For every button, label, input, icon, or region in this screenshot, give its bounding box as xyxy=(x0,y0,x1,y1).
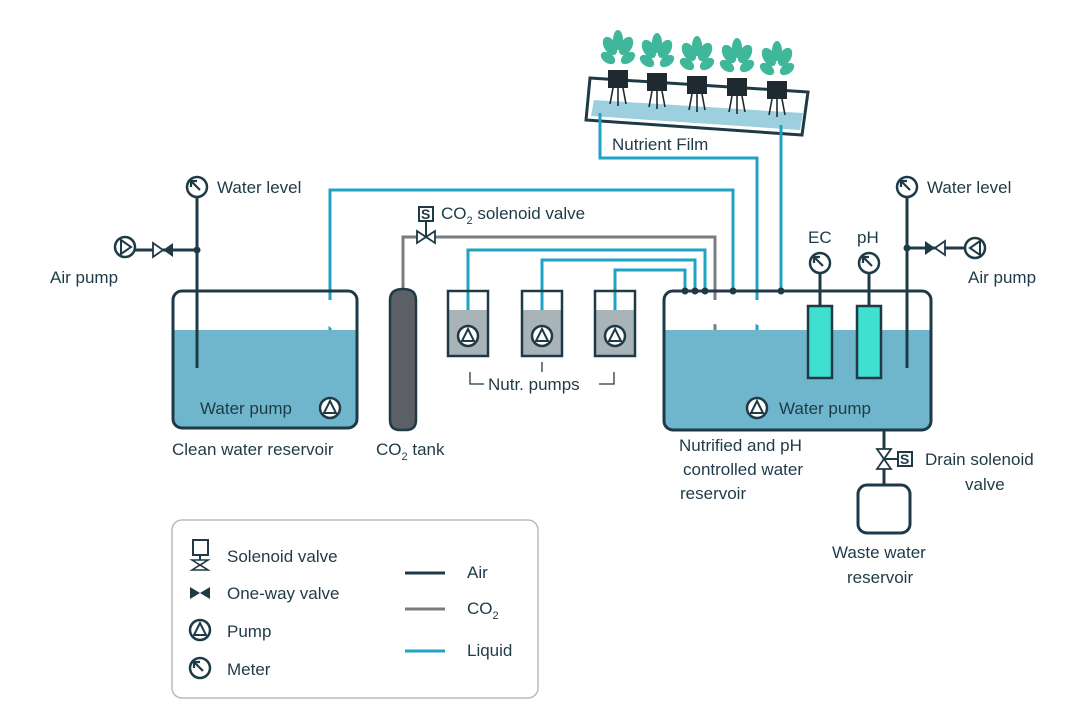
pump-icon xyxy=(963,236,987,260)
waste-water-reservoir xyxy=(856,483,912,535)
co2-valve-label-sub: 2 xyxy=(467,215,473,227)
solenoid-letter: S xyxy=(421,206,430,222)
nutrient-film-tray xyxy=(584,30,810,137)
legend-air-label: Air xyxy=(467,563,488,582)
legend-co2-main: CO xyxy=(467,599,493,618)
legend-co2-label: CO2 xyxy=(467,599,499,622)
legend-co2-sub: 2 xyxy=(493,610,499,622)
meter-icon xyxy=(188,656,212,680)
air-pump-right-label: Air pump xyxy=(968,268,1036,287)
co2-tank-label-main: CO xyxy=(376,440,402,459)
legend-pump-label: Pump xyxy=(227,622,271,641)
meter-icon xyxy=(857,251,881,275)
liquid-line-nutr-pump-1 xyxy=(466,248,707,335)
pump-icon xyxy=(745,396,769,420)
pump-icon xyxy=(113,235,137,259)
air-pump-left-label: Air pump xyxy=(50,268,118,287)
pump-icon xyxy=(188,618,212,642)
meter-icon xyxy=(895,175,919,199)
meter-icon xyxy=(185,175,209,199)
legend: Solenoid valve One-way valve Pump Meter … xyxy=(171,519,539,699)
solenoid-valve-icon: S xyxy=(875,448,913,470)
drain-valve-label-line1: Drain solenoid xyxy=(925,450,1034,469)
legend-oneway-label: One-way valve xyxy=(227,584,339,603)
ph-sensor xyxy=(855,304,883,380)
liquid-line-nutr-pump-2 xyxy=(540,258,697,335)
nutrified-label-line2: controlled water xyxy=(683,460,803,479)
co2-tank xyxy=(388,287,418,432)
meter-icon xyxy=(808,251,832,275)
ec-sensor xyxy=(806,304,834,380)
waste-label-line2: reservoir xyxy=(847,568,913,587)
nutr-pumps-bracket xyxy=(469,362,615,385)
svg-text:CO2 tank: CO2 tank xyxy=(376,440,445,463)
nutrient-film-label: Nutrient Film xyxy=(612,135,708,154)
plant-icon xyxy=(600,30,636,106)
co2-tank-label-sub: 2 xyxy=(402,451,408,463)
drain-valve-label-line2: valve xyxy=(965,475,1005,494)
one-way-valve-icon xyxy=(925,239,946,257)
co2-valve-label-main: CO xyxy=(441,204,467,223)
liquid-line-nutr-pump-3 xyxy=(613,268,687,335)
waste-label-line1: Waste water xyxy=(832,543,926,562)
co2-solenoid-valve-label: CO2 solenoid valve xyxy=(441,204,585,227)
clean-water-reservoir xyxy=(171,289,359,430)
plant-icon xyxy=(759,41,795,117)
nutrified-label-line3: reservoir xyxy=(680,484,746,503)
legend-liquid-label: Liquid xyxy=(467,641,512,660)
nutr-pumps-label: Nutr. pumps xyxy=(488,375,580,394)
water-level-left-label: Water level xyxy=(217,178,301,197)
solenoid-letter: S xyxy=(900,451,909,467)
liquid-line-clean-to-main xyxy=(328,188,735,400)
one-way-valve-icon xyxy=(152,241,173,259)
ph-label: pH xyxy=(857,228,879,247)
ec-label: EC xyxy=(808,228,832,247)
clean-reservoir-label: Clean water reservoir xyxy=(172,440,334,459)
water-pump-right-label: Water pump xyxy=(779,399,871,418)
water-pump-left-label: Water pump xyxy=(200,399,292,418)
pump-icon xyxy=(456,324,480,348)
svg-text:CO2 solenoid valve: CO2 solenoid valve xyxy=(441,204,585,227)
co2-valve-label-suffix: solenoid valve xyxy=(473,204,585,223)
pump-icon xyxy=(318,396,342,420)
legend-solenoid-label: Solenoid valve xyxy=(227,547,338,566)
plant-icon xyxy=(679,36,715,112)
solenoid-valve-icon xyxy=(189,539,211,571)
co2-tank-label: CO2 tank xyxy=(376,440,445,463)
nutrified-label-line1: Nutrified and pH xyxy=(679,436,802,455)
pump-icon xyxy=(530,324,554,348)
plant-icon xyxy=(639,33,675,109)
solenoid-valve-icon: S xyxy=(416,206,436,245)
co2-tank-label-suffix: tank xyxy=(408,440,445,459)
one-way-valve-icon xyxy=(190,587,210,599)
legend-meter-label: Meter xyxy=(227,660,271,679)
liquid-line-film-return xyxy=(598,113,759,405)
pump-icon xyxy=(603,324,627,348)
water-level-right-label: Water level xyxy=(927,178,1011,197)
plant-icon xyxy=(719,38,755,114)
